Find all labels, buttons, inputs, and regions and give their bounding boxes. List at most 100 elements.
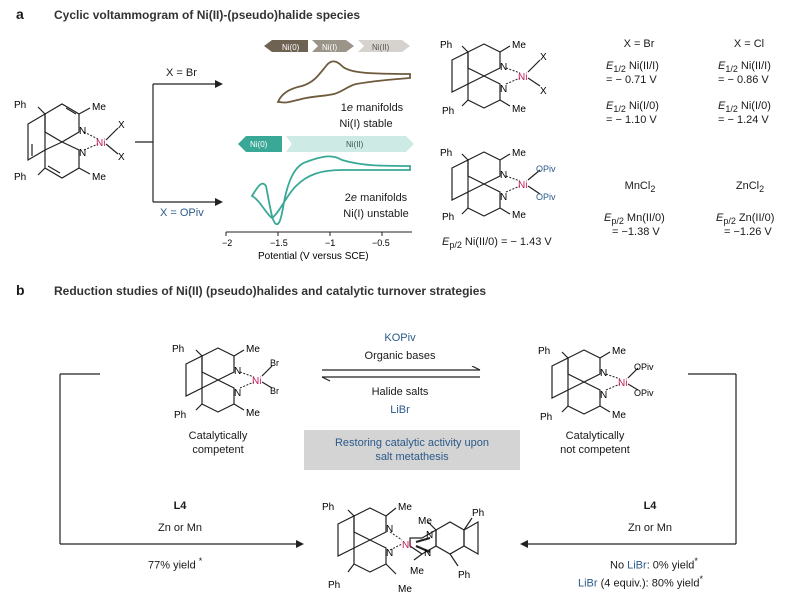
svg-text:Br: Br: [270, 358, 279, 368]
badge-ni0-bottom: Ni(0): [250, 140, 268, 149]
svg-text:Me: Me: [612, 410, 626, 421]
x-axis-label: Potential (V versus SCE): [258, 251, 369, 261]
reagent-organic-bases: Organic bases: [364, 350, 436, 362]
ph-label: Ph: [14, 100, 26, 111]
svg-text:Me: Me: [512, 210, 526, 221]
svg-text:Br: Br: [270, 386, 279, 396]
right-reductant: Zn or Mn: [627, 522, 672, 534]
tick-label: −2: [222, 238, 232, 248]
svg-text:Ni: Ni: [402, 540, 411, 551]
svg-text:N: N: [500, 62, 507, 73]
svg-text:Ph: Ph: [328, 580, 340, 591]
right-not-competent-line2: not competent: [560, 444, 630, 456]
n-label: N: [79, 126, 86, 137]
ph-label: Ph: [14, 172, 26, 183]
svg-text:OPiv: OPiv: [634, 362, 654, 372]
svg-text:Ph: Ph: [440, 40, 452, 51]
molecule-nix2-top: Ph Ph Me Me N N Ni X X: [440, 40, 547, 116]
svg-text:X: X: [540, 52, 547, 63]
top-curve-label-2: Ni(I) stable: [339, 118, 393, 130]
badge-ni2-bottom-bg: [286, 136, 414, 152]
svg-text:Ph: Ph: [458, 570, 470, 581]
cl-e-ii-i-value: = − 0.86 V: [718, 74, 769, 86]
zncl2-header: ZnCl2: [735, 180, 765, 195]
right-no-libr-yield: No LiBr: 0% yield*: [610, 556, 698, 572]
tick-label: −1: [325, 238, 335, 248]
svg-text:N: N: [424, 548, 431, 559]
left-reductant: Zn or Mn: [157, 522, 202, 534]
n-label: N: [79, 148, 86, 159]
br-e-i-0: E1/2 Ni(I/0): [606, 100, 659, 115]
box-line-2: salt metathesis: [375, 451, 449, 463]
svg-text:N: N: [386, 548, 393, 559]
ni-label: Ni: [96, 138, 105, 149]
cv-curve-top: [276, 60, 411, 104]
box-line-1: Restoring catalytic activity upon: [334, 437, 490, 449]
svg-text:N: N: [600, 368, 607, 379]
tick-label: −0.5: [372, 238, 390, 248]
left-yield: 77% yield *: [148, 556, 203, 572]
badge-ni0-top: Ni(0): [282, 43, 300, 52]
branch-arrows: [135, 80, 223, 206]
br-e-i-0-value: = − 1.10 V: [606, 114, 657, 126]
svg-text:X: X: [540, 86, 547, 97]
left-l4: L4: [173, 500, 187, 512]
badge-ni1-top: Ni(I): [322, 43, 337, 52]
svg-text:Ph: Ph: [172, 344, 184, 355]
top-badges: [264, 40, 410, 52]
right-l4: L4: [643, 500, 657, 512]
svg-text:Ph: Ph: [540, 412, 552, 423]
bottom-curve-label-2: Ni(I) unstable: [343, 208, 409, 220]
panel-a-letter: a: [16, 6, 24, 22]
svg-text:Me: Me: [512, 40, 526, 51]
svg-text:OPiv: OPiv: [536, 164, 556, 174]
svg-text:Ph: Ph: [322, 502, 334, 513]
right-loop-arrow: [520, 373, 737, 548]
svg-text:N: N: [500, 170, 507, 181]
cv-curve-bottom: [250, 155, 411, 226]
svg-text:N: N: [386, 524, 393, 535]
svg-text:Ph: Ph: [440, 148, 452, 159]
svg-text:N: N: [500, 84, 507, 95]
svg-text:N: N: [600, 390, 607, 401]
zn-e: Ep/2 Zn(II/0): [716, 212, 775, 227]
reagent-kopiv: KOPiv: [384, 332, 416, 344]
ep-opiv-value: Ep/2 Ni(II/0) = − 1.43 V: [442, 236, 552, 251]
svg-text:Ni: Ni: [252, 376, 261, 387]
svg-text:Me: Me: [246, 408, 260, 419]
cl-e-i-0: E1/2 Ni(I/0): [718, 100, 771, 115]
metathesis-box: Restoring catalytic activity upon salt m…: [304, 430, 520, 470]
branch-label-opiv: X = OPiv: [160, 207, 204, 219]
left-competent-line2: competent: [192, 444, 244, 456]
reagent-halide-salts: Halide salts: [371, 386, 429, 398]
molecule-niopiv2-a: Ph Ph Me Me N N Ni OPiv OPiv: [440, 148, 556, 223]
panel-b-title: Reduction studies of Ni(II) (pseudo)hali…: [54, 284, 487, 298]
right-libr-yield: LiBr (4 equiv.): 80% yield*: [578, 574, 703, 590]
mn-e: Ep/2 Mn(II/0): [604, 212, 665, 227]
svg-text:Me: Me: [612, 346, 626, 357]
cl-e-i-0-value: = − 1.24 V: [718, 114, 769, 126]
right-not-competent-line1: Catalytically: [565, 430, 625, 442]
mncl2-header: MnCl2: [624, 180, 656, 195]
left-loop-arrow: [59, 373, 304, 548]
svg-text:Me: Me: [512, 104, 526, 115]
svg-text:N: N: [234, 388, 241, 399]
svg-text:Me: Me: [398, 502, 412, 513]
svg-text:Me: Me: [410, 566, 424, 577]
br-e-ii-i-value: = − 0.71 V: [606, 74, 657, 86]
badge-ni2-top: Ni(II): [372, 43, 390, 52]
reagent-libr: LiBr: [390, 404, 410, 416]
bottom-curve-label-1: 2e manifolds: [344, 192, 408, 204]
panel-a-title: Cyclic voltammogram of Ni(II)-(pseudo)ha…: [54, 8, 361, 22]
tick-label: −1.5: [270, 238, 288, 248]
x-label: X: [118, 152, 125, 163]
svg-text:N: N: [500, 192, 507, 203]
svg-text:Ph: Ph: [442, 106, 454, 116]
svg-text:Me: Me: [418, 516, 432, 527]
zn-e-value: = −1.26 V: [724, 226, 772, 238]
molecule-nix2-generic: Ph Ph Me Me N N Ni X X: [14, 100, 125, 183]
svg-text:Ni: Ni: [518, 72, 527, 83]
svg-text:Ni: Ni: [618, 378, 627, 389]
svg-text:Me: Me: [398, 584, 412, 594]
left-competent-line1: Catalytically: [188, 430, 248, 442]
